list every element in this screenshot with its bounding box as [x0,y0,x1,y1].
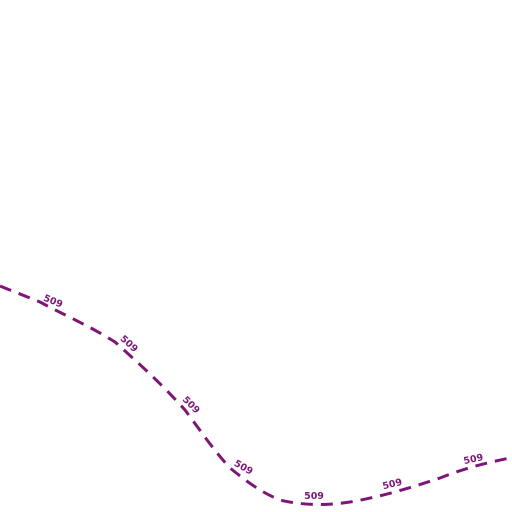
route-label-509: 509 [304,491,324,502]
route-509-line[interactable] [0,284,511,506]
